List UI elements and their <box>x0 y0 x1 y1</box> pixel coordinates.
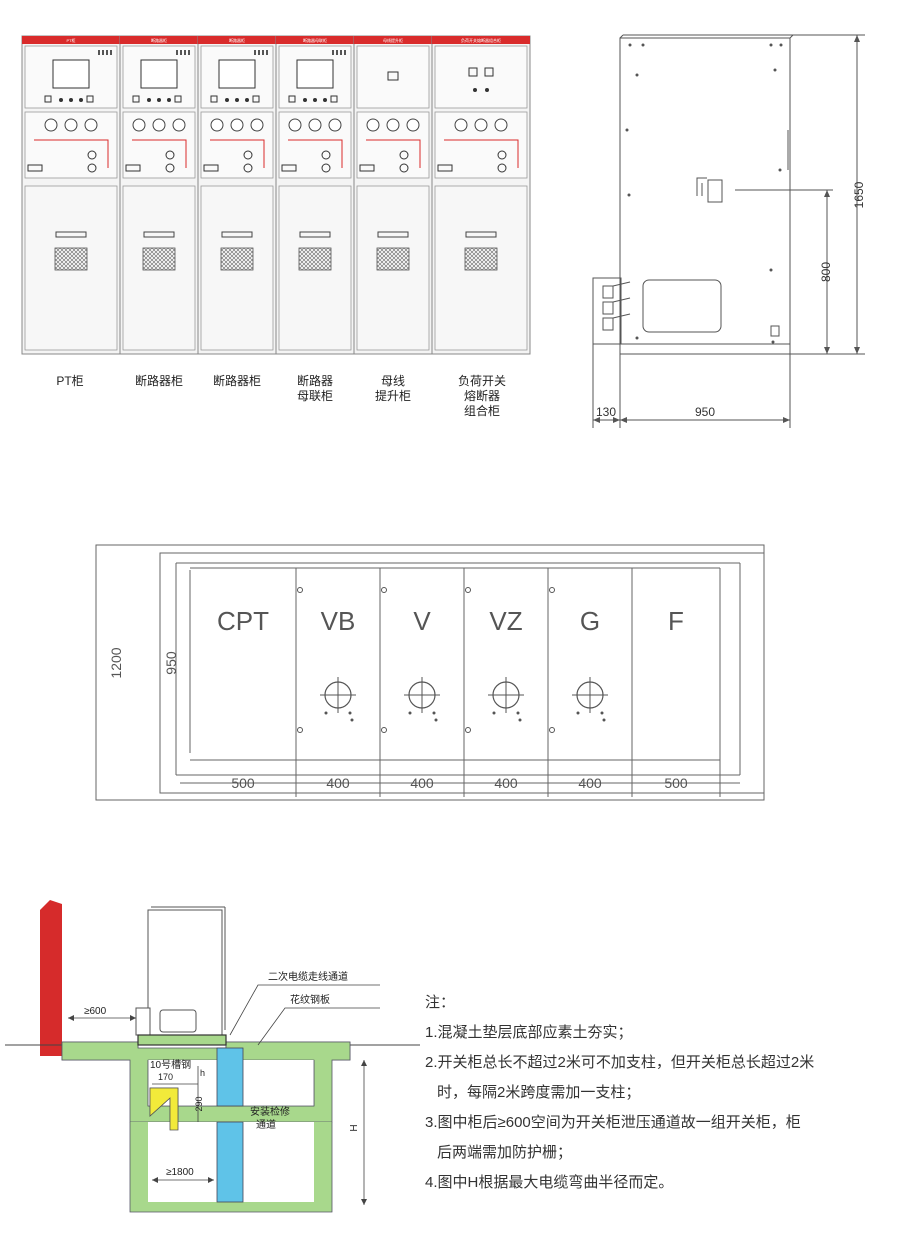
display-screen <box>218 59 256 89</box>
cabinet-1: 断路器柜 <box>119 35 199 355</box>
cabinet-label-pt: PT柜 <box>56 374 84 388</box>
cabinet-2: 断路器柜 <box>197 35 277 355</box>
note-2-line-1: 2.开关柜总长不超过2米可不加支柱，但开关柜总长超过2米 <box>425 1054 815 1071</box>
cabinet-header-2: 断路器柜 <box>229 37 245 43</box>
side-window <box>642 279 722 333</box>
plan-unit-width: 500 <box>231 775 255 791</box>
plan-unit-width: 400 <box>326 775 350 791</box>
vent-grille <box>298 247 332 271</box>
plan-unit-G: G 400 <box>549 568 633 797</box>
note-1: 1.混凝土垫层底部应素土夯实； <box>425 1024 633 1041</box>
label-checker-plate: 花纹钢板 <box>290 993 330 1006</box>
cabinet-label-breaker-1: 断路器柜 <box>134 374 183 388</box>
building-wall <box>40 900 62 1056</box>
vent-grille <box>54 247 88 271</box>
plan-unit-code: V <box>413 606 431 636</box>
side-cable-box <box>592 277 622 345</box>
label-rear-clearance: ≥600 <box>84 1006 107 1017</box>
label-channel-steel: 10号槽钢 <box>150 1058 191 1071</box>
label-service-passage-2: 通道 <box>256 1118 276 1131</box>
plan-dim-1200: 1200 <box>108 647 124 678</box>
cabinet-label-bus-coupler: 断路器母联柜 <box>296 374 333 403</box>
cabinet-header-4: 母线提升柜 <box>383 37 403 43</box>
cabinet-label-load-switch: 负荷开关熔断器组合柜 <box>457 374 506 418</box>
display-screen <box>52 59 90 89</box>
label-trench-h: H <box>349 1124 360 1131</box>
cabinet-side-view: 1650 800 130 950 <box>592 34 866 428</box>
side-dim-950: 950 <box>695 405 715 419</box>
side-dim-130: 130 <box>596 405 616 419</box>
plan-unit-code: VB <box>321 606 356 636</box>
plan-inner-frame <box>159 552 765 794</box>
note-3-line-2: 后两端需加防护栅； <box>437 1144 573 1161</box>
cabinet-front-view: PT柜 断路器柜 断路器柜 断路器母联柜 母线提升柜 负荷开关熔断器组合柜 <box>21 35 531 355</box>
cabinet-header-0: PT柜 <box>66 37 75 43</box>
installation-section: 二次电缆走线通道 花纹钢板 ≥600 10号槽钢 170 h 290 安装检修 … <box>5 900 420 1213</box>
cabinet-header-3: 断路器母联柜 <box>303 37 327 43</box>
plan-outer-frame <box>95 544 765 801</box>
plan-unit-width: 400 <box>494 775 518 791</box>
cabinet-3: 断路器母联柜 <box>275 35 355 355</box>
checker-plate <box>137 1034 227 1046</box>
plan-unit-code: CPT <box>217 606 269 636</box>
side-dim-800: 800 <box>819 262 833 282</box>
note-2-line-2: 时，每隔2米跨度需加一支柱； <box>437 1084 641 1101</box>
plan-unit-V: V 400 <box>381 568 465 797</box>
plan-unit-code: VZ <box>489 606 522 636</box>
side-dim-1650: 1650 <box>852 181 866 208</box>
plan-unit-F: F 500 <box>664 568 721 797</box>
cabinet-label-bus-riser: 母线提升柜 <box>374 374 411 403</box>
service-passage <box>216 1047 244 1107</box>
vent-grille <box>376 247 410 271</box>
vent-grille <box>464 247 498 271</box>
label-170: 170 <box>158 1072 173 1082</box>
vent-grille <box>220 247 254 271</box>
cabinet-header-5: 负荷开关熔断器组合柜 <box>461 37 501 43</box>
cabinet-4: 母线提升柜 <box>353 35 433 355</box>
cabinet-0: PT柜 <box>21 35 121 355</box>
plan-unit-VZ: VZ 400 <box>465 568 549 797</box>
plan-unit-CPT: CPT 500 <box>217 568 297 797</box>
plan-unit-VB: VB 400 <box>297 568 381 797</box>
notes-block: 注： 1.混凝土垫层底部应素土夯实； 2.开关柜总长不超过2米可不加支柱，但开关… <box>425 988 895 1198</box>
plan-unit-width: 400 <box>410 775 434 791</box>
side-body <box>619 37 791 355</box>
cabinet-5: 负荷开关熔断器组合柜 <box>431 35 531 355</box>
plan-unit-code: G <box>580 606 600 636</box>
note-3-line-1: 3.图中柜后≥600空间为开关柜泄压通道故一组开关柜，柜 <box>425 1114 801 1131</box>
label-service-passage-1: 安装检修 <box>250 1105 290 1118</box>
plan-unit-width: 500 <box>664 775 688 791</box>
vent-grille <box>142 247 176 271</box>
label-290: 290 <box>194 1096 204 1111</box>
plan-dim-950: 950 <box>163 651 179 675</box>
label-trench-width: ≥1800 <box>166 1167 194 1178</box>
cabinet-header-1: 断路器柜 <box>151 37 167 43</box>
plan-view: CPT 500 VB 400 V 400 VZ 400 G 400 F 500 1200 950 <box>95 544 765 801</box>
label-secondary-channel: 二次电缆走线通道 <box>268 970 348 983</box>
plan-unit-width: 400 <box>578 775 602 791</box>
notes-title: 注： <box>425 994 456 1011</box>
label-h-small: h <box>200 1068 205 1078</box>
note-4: 4.图中H根据最大电缆弯曲半径而定。 <box>425 1174 674 1191</box>
display-screen <box>296 59 334 89</box>
cabinet-label-breaker-2: 断路器柜 <box>212 374 261 388</box>
plan-unit-code: F <box>668 606 684 636</box>
display-screen <box>140 59 178 89</box>
